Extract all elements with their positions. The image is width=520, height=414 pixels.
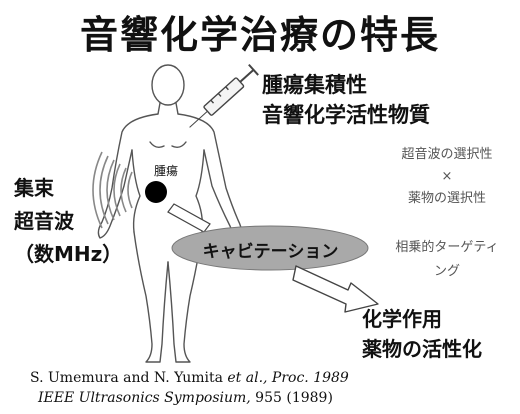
selectivity-line-1: 超音波の選択性 — [382, 144, 512, 166]
drug-label-line-2: 音響化学活性物質 — [262, 100, 430, 130]
citation-line-2: IEEE Ultrasonics Symposium, 955 (1989) — [30, 388, 349, 408]
selectivity-label: 超音波の選択性 × 薬物の選択性 — [382, 144, 512, 210]
citation-journal: IEEE Ultrasonics Symposium, — [38, 390, 251, 406]
citation-authors: S. Umemura and N. Yumita — [30, 370, 227, 386]
tumor-marker — [145, 181, 167, 203]
citation-etal: et al., Proc. 1989 — [227, 370, 348, 386]
targeting-line-2: ング — [382, 260, 512, 284]
ultrasound-label: 集束 超音波 （数MHz） — [14, 172, 122, 271]
targeting-label: 相乗的ターゲティ ング — [382, 236, 512, 284]
cavitation-label: キャビテーション — [178, 237, 363, 262]
selectivity-line-2: 薬物の選択性 — [382, 188, 512, 210]
syringe-icon — [185, 65, 258, 133]
selectivity-times: × — [382, 166, 512, 188]
drug-label-line-1: 腫瘍集積性 — [262, 70, 430, 100]
citation-pages: 955 (1989) — [251, 390, 333, 406]
result-line-1: 化学作用 — [362, 304, 482, 334]
tumor-label: 腫瘍 — [154, 162, 178, 179]
citation: S. Umemura and N. Yumita et al., Proc. 1… — [30, 368, 349, 408]
drug-label: 腫瘍集積性 音響化学活性物質 — [262, 70, 430, 130]
ultrasound-label-line-1: 集束 — [14, 172, 122, 205]
result-label: 化学作用 薬物の活性化 — [362, 304, 482, 364]
targeting-line-1: 相乗的ターゲティ — [382, 236, 512, 260]
cavitation-pointer — [168, 204, 210, 232]
citation-line-1: S. Umemura and N. Yumita et al., Proc. 1… — [30, 368, 349, 388]
ultrasound-label-line-2: 超音波 — [14, 205, 122, 238]
result-line-2: 薬物の活性化 — [362, 334, 482, 364]
ultrasound-label-line-3: （数MHz） — [14, 238, 122, 271]
